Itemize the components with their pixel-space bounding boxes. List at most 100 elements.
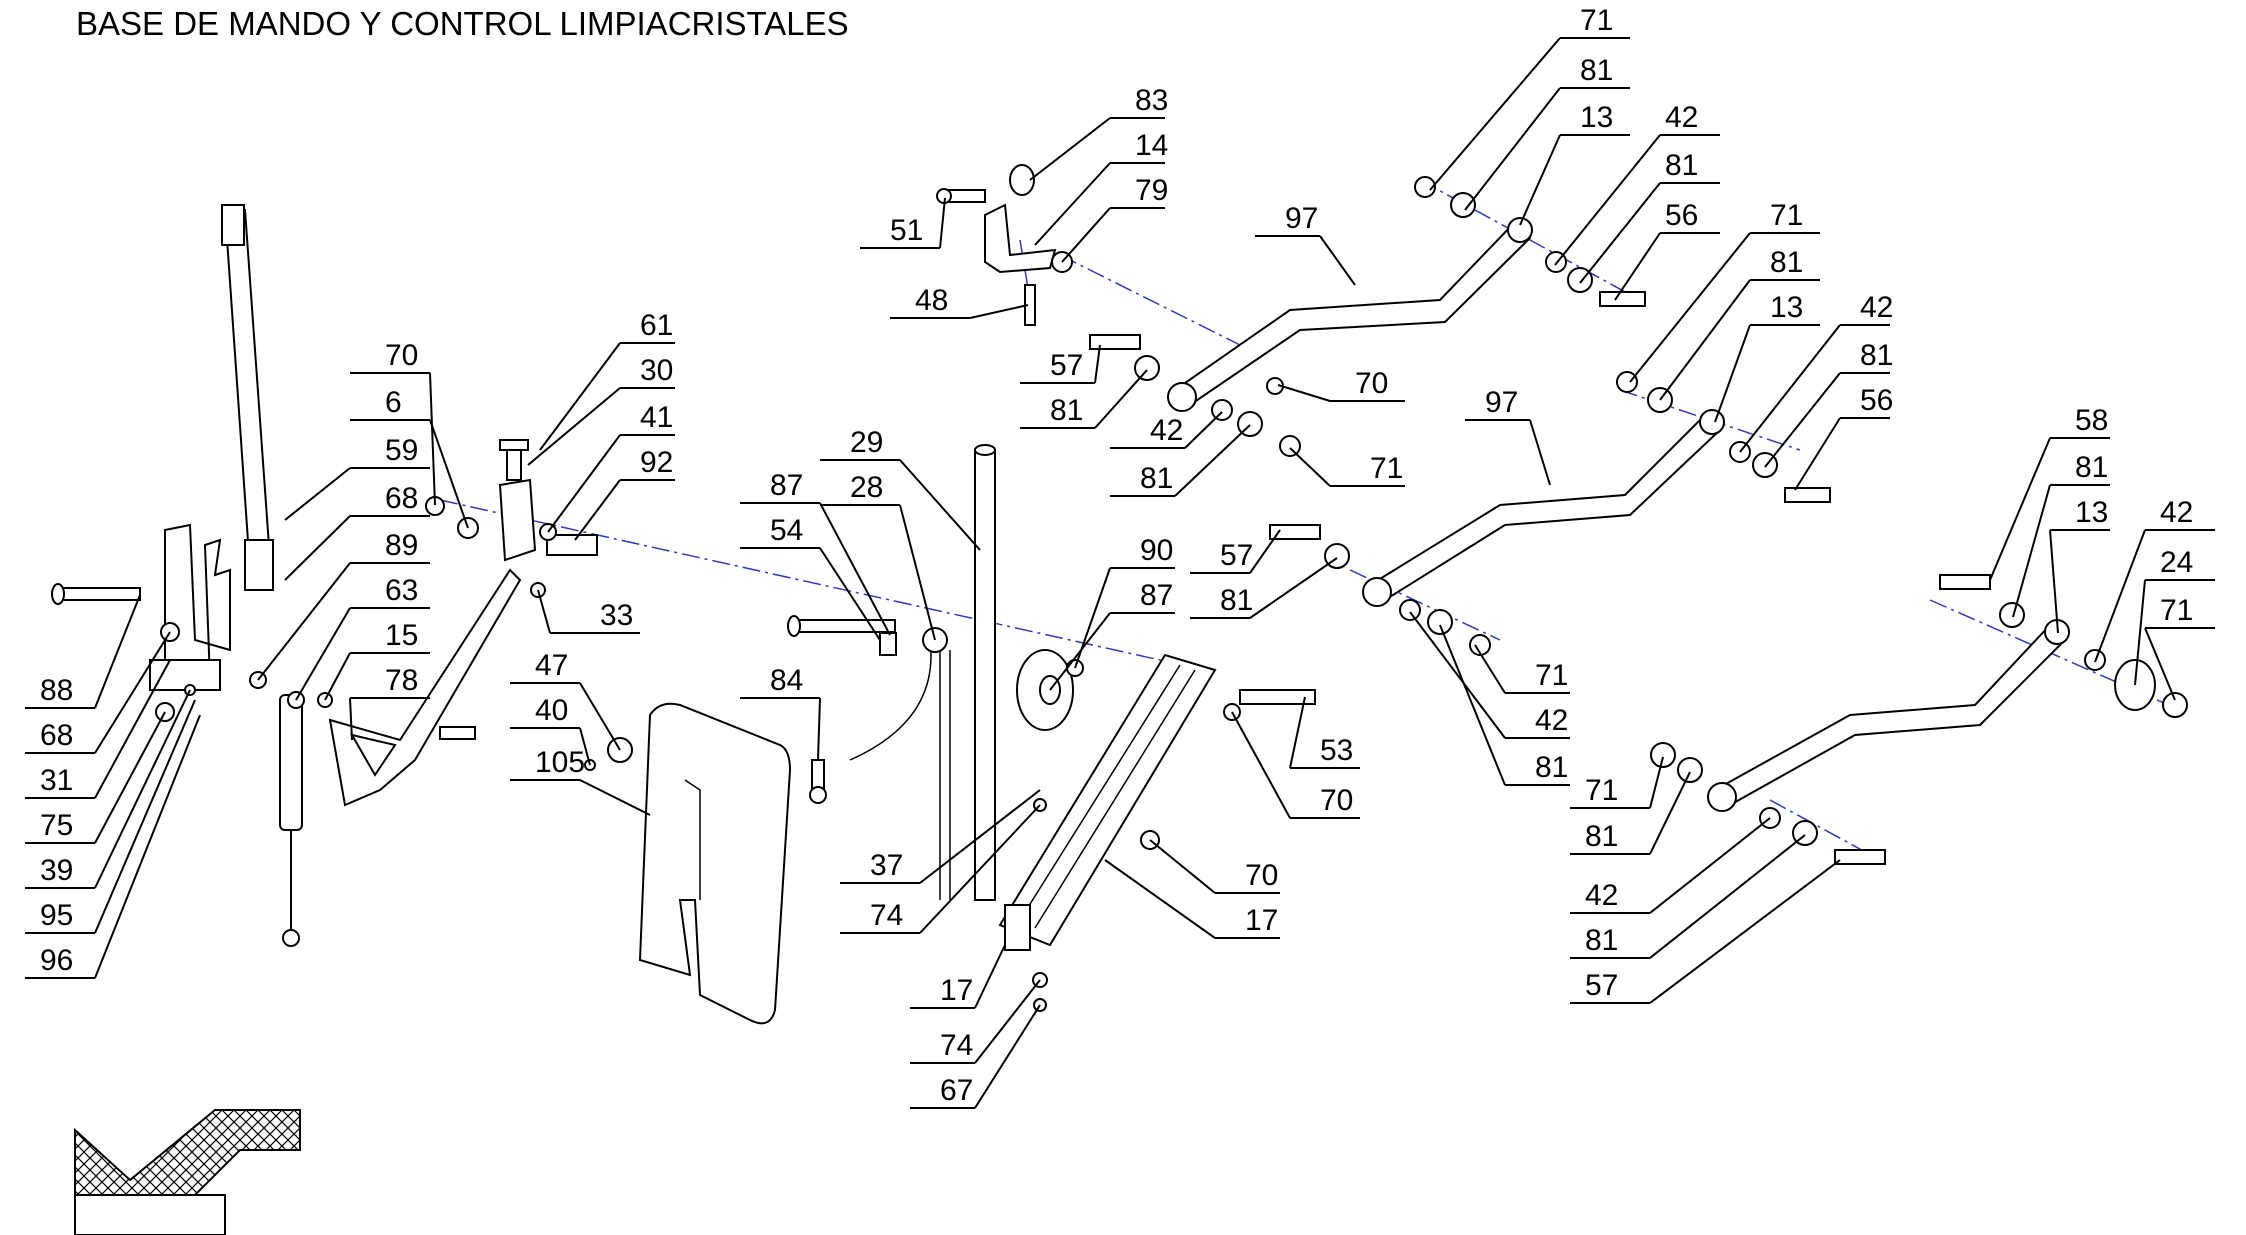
callout-leader	[539, 342, 621, 451]
callout-number: 81	[1580, 54, 1613, 87]
callout-number: 97	[1485, 386, 1518, 419]
callout-leader	[1174, 424, 1251, 497]
plate-part-105	[584, 702, 792, 1025]
rail-part-17	[998, 653, 1316, 1012]
callout-number: 40	[535, 694, 568, 727]
callout-leader	[1249, 557, 1338, 619]
arm-middle-part-13	[1269, 371, 1831, 656]
callout-leader	[1409, 611, 1506, 739]
callout-number: 33	[600, 599, 633, 632]
callout-leader	[1474, 644, 1506, 694]
callout-leader	[1649, 817, 1771, 914]
callout-number: 54	[770, 514, 803, 547]
callout-number: 81	[2075, 451, 2108, 484]
callout-leader	[94, 711, 166, 844]
callout-number: 70	[1355, 367, 1388, 400]
callout-number: 83	[1135, 84, 1168, 117]
callout-leader	[284, 467, 351, 521]
callout-leader	[1519, 134, 1561, 226]
lever-handle-part-6	[221, 204, 274, 591]
callout-leader	[1277, 384, 1331, 402]
callout-number: 51	[890, 214, 923, 247]
callout-number: 17	[1245, 904, 1278, 937]
callout-number: 67	[940, 1074, 973, 1107]
callout-number: 57	[1585, 969, 1618, 1002]
callout-leader	[547, 434, 621, 533]
callout-number: 56	[1860, 384, 1893, 417]
callout-leader	[939, 197, 946, 249]
callout-number: 74	[940, 1029, 973, 1062]
callout-leader	[94, 699, 196, 934]
callout-number: 81	[1665, 149, 1698, 182]
callout-leader	[429, 419, 469, 529]
callout-number: 81	[1770, 246, 1803, 279]
callout-leader	[1289, 696, 1306, 769]
callout-leader	[1529, 419, 1551, 486]
callout-leader	[349, 697, 353, 741]
callout-leader	[1094, 344, 1101, 384]
callout-leader	[1649, 756, 1664, 809]
callout-leader	[1034, 162, 1111, 246]
callout-number: 68	[385, 482, 418, 515]
callout-number: 6	[385, 386, 402, 419]
callout-leader	[1439, 624, 1506, 786]
callout-leader	[295, 607, 351, 701]
callout-number: 37	[870, 849, 903, 882]
callout-number: 97	[1285, 202, 1318, 235]
callout-leader	[1149, 839, 1216, 894]
callout-leader	[1739, 324, 1841, 453]
callout-number: 42	[1535, 704, 1568, 737]
callout-number: 13	[2075, 496, 2108, 529]
callout-number: 30	[640, 354, 673, 387]
callout-number: 92	[640, 446, 673, 479]
callout-leader	[1249, 529, 1281, 574]
callout-leader	[579, 779, 651, 816]
callout-number: 90	[1140, 534, 1173, 567]
callout-leader	[1094, 369, 1148, 429]
callout-number: 70	[1245, 859, 1278, 892]
callout-number: 70	[385, 339, 418, 372]
callout-number: 70	[1320, 784, 1353, 817]
callout-number: 84	[770, 664, 803, 697]
callout-leader	[94, 659, 171, 799]
callout-leader	[1049, 612, 1111, 691]
callout-leader	[1614, 232, 1661, 301]
callout-number: 57	[1050, 349, 1083, 382]
callout-leader	[579, 682, 621, 751]
callout-leader	[1714, 324, 1751, 423]
callout-leader	[1554, 134, 1661, 266]
callout-number: 14	[1135, 129, 1168, 162]
callout-number: 71	[1770, 199, 1803, 232]
callout-leader	[1104, 859, 1216, 939]
callout-leader	[257, 562, 351, 681]
callout-leader	[94, 631, 171, 754]
callout-leader	[429, 372, 436, 506]
callout-number: 15	[385, 619, 418, 652]
bracket-part-14	[936, 164, 1073, 326]
callout-number: 28	[850, 471, 883, 504]
callout-leader	[1061, 207, 1111, 263]
callout-number: 59	[385, 434, 418, 467]
callout-number: 42	[1665, 101, 1698, 134]
callout-number: 81	[1535, 751, 1568, 784]
callout-leader	[537, 589, 551, 634]
callout-number: 71	[1580, 4, 1613, 37]
callout-leader	[2094, 529, 2146, 663]
callout-leader	[2049, 529, 2059, 634]
callout-number: 39	[40, 854, 73, 887]
pin-part-88	[51, 583, 141, 605]
callout-number: 89	[385, 529, 418, 562]
callout-number: 71	[1585, 774, 1618, 807]
callout-leader	[1184, 411, 1223, 449]
callout-number: 41	[640, 401, 673, 434]
callout-number: 81	[1860, 339, 1893, 372]
callout-number: 13	[1770, 291, 1803, 324]
callout-leader	[579, 727, 591, 766]
gas-spring-part-89	[249, 671, 333, 947]
callout-leader	[574, 479, 621, 541]
callout-number: 78	[385, 664, 418, 697]
callout-leader	[899, 459, 981, 551]
callout-leader	[1659, 279, 1751, 401]
callout-number: 81	[1140, 462, 1173, 495]
